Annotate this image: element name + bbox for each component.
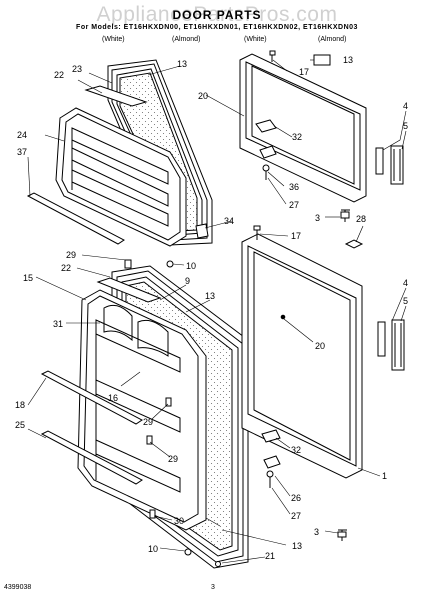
drawing-code: 4399038 [4,584,32,591]
variant-label: (White) [244,36,267,43]
variant-label: (White) [102,36,125,43]
callout-23: 23 [72,64,82,74]
callout-1: 1 [382,471,387,481]
top-screw-upper [269,50,276,62]
retainer-clip [124,259,132,269]
callout-32: 32 [292,132,302,142]
screw-bottom [215,561,221,567]
retainer-clip [165,397,172,407]
door-shelf-bar-lower [40,430,143,485]
callout-11: 13 [177,59,187,69]
freezer-outer-door [239,53,367,203]
watermark-text: AppliancePartsPros.com [96,3,338,26]
callout-29: 29 [66,250,76,260]
callout-27: 27 [291,511,301,521]
handle-screw-lower [337,529,347,541]
callout-36: 36 [289,182,299,192]
retainer-clip [146,435,153,445]
callout-13: 13 [343,55,353,65]
callout-5: 5 [403,121,408,131]
callout-18: 18 [15,400,25,410]
callout-28: 28 [356,214,366,224]
callout-4: 4 [403,101,408,111]
callout-29: 29 [168,454,178,464]
callout-10: 10 [186,261,196,271]
liner-trim-strip [84,85,148,107]
callout-34: 34 [224,216,234,226]
callout-24: 24 [17,130,27,140]
callout-11: 13 [205,291,215,301]
model-variants: (White) (Almond) (White) (Almond) [0,36,434,46]
shelf-retainer [195,223,209,239]
callout-31: 31 [53,319,63,329]
variant-label: (Almond) [172,36,201,43]
callout-32: 32 [291,445,301,455]
hole-plug [344,239,364,249]
handle-screw-upper [340,209,350,222]
callout-labels: 13 23 22 24 37 20 13 17 32 36 27 4 5 34 … [15,55,408,561]
variant-label: (Almond) [318,36,347,43]
callout-26: 26 [291,493,301,503]
leader-lines [27,59,407,564]
freezer-door-handle [375,145,404,185]
callout-37: 37 [17,147,27,157]
screw-upper-left [166,260,174,268]
callout-16: 16 [108,393,118,403]
liner-trim-strip-lower [96,277,162,303]
callout-19: 20 [198,91,208,101]
model-list: For Models: ET16HKXDN00, ET16HKXDN01, ET… [76,24,358,31]
fresh-food-outer-door [241,233,363,479]
top-screw-lower [253,225,261,240]
callout-9: 9 [185,276,190,286]
callout-17: 17 [291,231,301,241]
lower-hinge-assembly [261,429,281,488]
door-shelf-bar [26,192,125,245]
freezer-door-liner [55,107,187,247]
callout-3: 3 [314,527,319,537]
callout-11: 13 [292,541,302,551]
callout-20: 20 [315,341,325,351]
callout-22: 22 [54,70,64,80]
door-shelf-bar-middle [40,370,143,425]
retainer-clip [149,509,156,519]
callout-30: 30 [174,516,184,526]
diagram-title: DOOR PARTS [172,8,262,22]
callout-15: 15 [23,273,33,283]
nameplate [313,54,331,66]
callout-22: 22 [61,263,71,273]
callout-4: 4 [403,278,408,288]
callout-27: 27 [289,200,299,210]
callout-21: 21 [265,551,275,561]
callout-5: 5 [403,296,408,306]
callout-3: 3 [315,213,320,223]
screw-lower-left [184,548,192,556]
upper-hinge-assembly [255,119,277,180]
fresh-food-door-handle [377,319,405,371]
page-number: 3 [211,584,215,591]
callout-17: 17 [299,67,309,77]
callout-29: 29 [143,417,153,427]
callout-10: 10 [148,544,158,554]
callout-25: 25 [15,420,25,430]
door-label-dot [280,314,286,320]
